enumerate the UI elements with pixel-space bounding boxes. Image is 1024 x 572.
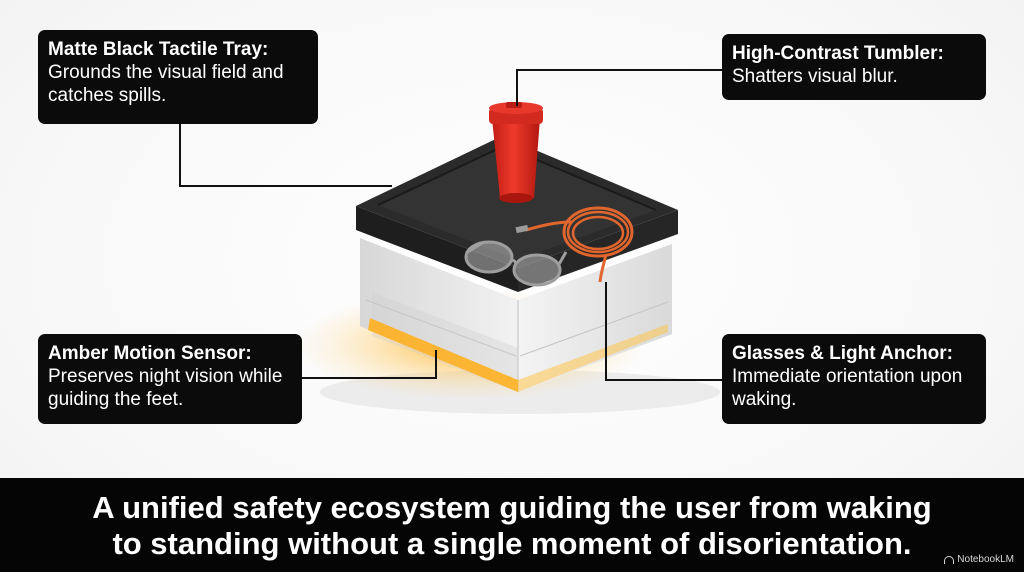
callout-tumbler: High-Contrast Tumbler: Shatters visual b… xyxy=(722,34,986,100)
caption-line-2: to standing without a single moment of d… xyxy=(112,526,912,561)
callout-tactile-tray: Matte Black Tactile Tray: Grounds the vi… xyxy=(38,30,318,124)
notebooklm-logo-icon xyxy=(944,555,955,564)
reading-glasses xyxy=(464,240,568,287)
leader-lines xyxy=(179,69,722,381)
callout-description: Grounds the visual field and catches spi… xyxy=(48,62,284,107)
leader-line-tumbler xyxy=(516,69,722,106)
callout-title: Matte Black Tactile Tray: xyxy=(48,39,269,60)
callout-title: High-Contrast Tumbler: xyxy=(732,43,944,64)
nightstand-base xyxy=(360,238,672,392)
callout-title: Glasses & Light Anchor: xyxy=(732,343,953,364)
callout-motion-sensor: Amber Motion Sensor: Preserves night vis… xyxy=(38,334,302,424)
callout-title: Amber Motion Sensor: xyxy=(48,343,252,364)
leader-line-anchor xyxy=(605,282,722,381)
notebooklm-watermark: NotebookLM xyxy=(944,554,1014,565)
callout-description: Immediate orientation upon waking. xyxy=(732,366,963,411)
callout-glasses-light-anchor: Glasses & Light Anchor: Immediate orient… xyxy=(722,334,986,424)
callout-description: Shatters visual blur. xyxy=(732,66,898,88)
charging-cable xyxy=(515,206,634,283)
watermark-text: NotebookLM xyxy=(957,554,1014,565)
caption-banner: A unified safety ecosystem guiding the u… xyxy=(0,478,1024,572)
callout-description: Preserves night vision while guiding the… xyxy=(48,366,283,411)
tumbler xyxy=(489,102,543,203)
leader-line-sensor xyxy=(302,350,437,379)
leader-line-tray xyxy=(179,124,392,187)
nightstand-illustration xyxy=(179,69,722,414)
caption-line-1: A unified safety ecosystem guiding the u… xyxy=(92,490,932,525)
